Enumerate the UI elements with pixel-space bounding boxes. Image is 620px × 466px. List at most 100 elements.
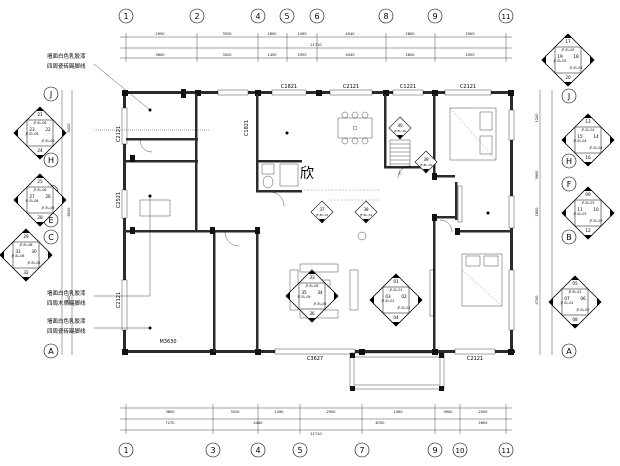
tag-label: 32	[23, 270, 29, 275]
note-middle-left: 墙面白色乳胶漆 四周木质踢脚线	[47, 194, 152, 307]
svg-text:墙面白色乳胶漆: 墙面白色乳胶漆	[47, 289, 86, 297]
tag-label: JF-EL-05	[569, 66, 583, 70]
tag-label: JF-EL-06	[41, 206, 55, 210]
svg-text:9: 9	[432, 446, 437, 455]
tag-label: 10	[593, 207, 599, 212]
svg-text:4540: 4540	[346, 53, 355, 57]
svg-text:2600: 2600	[479, 421, 488, 425]
tag-label: 08	[572, 317, 578, 322]
tag-label: 03	[385, 294, 391, 299]
axis-bubble-bottom-4: 4	[250, 442, 266, 458]
svg-text:3240: 3240	[67, 296, 71, 305]
svg-text:11: 11	[502, 13, 511, 21]
svg-text:C2521: C2521	[116, 192, 122, 208]
svg-text:4540: 4540	[346, 32, 355, 36]
small-tag-label: JF-EL-13	[315, 213, 328, 217]
room-notes: 墙面白色乳胶漆 四周瓷砖踢脚线 墙面白色乳胶漆 四周木质踢脚线 墙面白色乳胶漆 …	[47, 52, 490, 335]
tag-label: 34	[317, 290, 323, 295]
svg-text:C2121: C2121	[460, 84, 476, 90]
svg-text:7270: 7270	[166, 421, 175, 425]
tag-label: 07	[564, 296, 570, 301]
tag-label: JF-EL-02	[560, 301, 574, 305]
small-tag-label: 39	[423, 157, 429, 162]
svg-text:四周瓷砖踢脚线: 四周瓷砖踢脚线	[47, 327, 86, 335]
tag-label: JF-EL-01	[381, 299, 395, 303]
tag-label: 28	[37, 215, 43, 220]
svg-text:J: J	[567, 92, 570, 101]
svg-text:A: A	[48, 347, 54, 356]
tag-label: 22	[45, 127, 51, 132]
tag-label: 15	[577, 134, 583, 139]
svg-text:9: 9	[432, 12, 437, 21]
svg-text:1450: 1450	[268, 53, 277, 57]
svg-text:1: 1	[123, 12, 128, 21]
tag-label: JF-EL-02	[568, 290, 582, 294]
small-tag-label: 40	[397, 123, 403, 128]
tag-label: JF-EL-06	[11, 254, 25, 258]
tag-label: JF-EL-06	[25, 199, 39, 203]
axis-bubble-right-H: H	[561, 153, 577, 169]
tag-label: 06	[580, 296, 586, 301]
axis-bubble-left-J: J	[43, 86, 59, 102]
door-swings	[139, 139, 453, 247]
svg-text:J: J	[49, 90, 52, 99]
svg-text:1: 1	[123, 446, 128, 455]
tag-label: 21	[37, 112, 43, 117]
svg-text:H: H	[566, 157, 572, 166]
svg-text:3520: 3520	[223, 32, 232, 36]
tag-label: 25	[37, 179, 43, 184]
svg-text:C1221: C1221	[400, 84, 416, 90]
entrance-porch	[349, 352, 445, 391]
tag-label: JF-EL-06	[27, 261, 41, 265]
tag-label: 16	[585, 155, 591, 160]
tag-label: 09	[585, 192, 591, 197]
svg-text:3520: 3520	[223, 53, 232, 57]
svg-text:2900: 2900	[466, 53, 475, 57]
tag-label: 05	[572, 281, 578, 286]
svg-text:墙面白色乳胶漆: 墙面白色乳胶漆	[47, 52, 86, 60]
tag-label: 20	[565, 75, 571, 80]
tag-label: 17	[565, 39, 571, 44]
tag-label: JF-EL-01	[397, 306, 411, 310]
tag-label: 27	[29, 194, 35, 199]
axis-bubble-bottom-10: 10	[452, 442, 468, 458]
svg-text:1600: 1600	[268, 32, 277, 36]
furniture: 上	[139, 107, 503, 319]
tag-label: 11	[577, 207, 583, 212]
svg-text:6: 6	[314, 12, 319, 21]
small-tag-label: 38	[363, 207, 369, 212]
svg-text:F: F	[567, 180, 572, 189]
closet	[457, 185, 463, 223]
svg-text:C2121: C2121	[116, 126, 122, 142]
interior-walls	[126, 89, 510, 352]
svg-text:C1821: C1821	[281, 84, 297, 90]
svg-text:上: 上	[398, 169, 402, 175]
axis-bubble-bottom-1: 1	[118, 442, 134, 458]
bed-right-top	[449, 107, 497, 161]
svg-text:4: 4	[255, 446, 260, 455]
axis-bubble-top-2: 2	[189, 8, 205, 24]
watermark-logo: 欣	[300, 166, 314, 182]
svg-text:E: E	[48, 216, 53, 225]
top-axis-bubbles: 1 2 4 5 6 8 9 11	[118, 8, 514, 24]
tag-label: 14	[593, 134, 599, 139]
svg-text:5420: 5420	[67, 124, 71, 133]
svg-text:墙面白色乳胶漆: 墙面白色乳胶漆	[47, 317, 86, 325]
tag-label: JF-EL-05	[553, 59, 567, 63]
tag-label: 19	[557, 54, 563, 59]
tag-label: JF-EL-01	[389, 288, 403, 292]
svg-text:5: 5	[297, 446, 302, 455]
svg-text:2800: 2800	[406, 32, 415, 36]
svg-text:4: 4	[255, 12, 260, 21]
window-labels: C1821 C2121 C1221 C2121 C1821 C2121 C252…	[116, 84, 483, 362]
svg-text:四周瓷砖踢脚线: 四周瓷砖踢脚线	[47, 62, 86, 70]
tag-label: 12	[585, 228, 591, 233]
